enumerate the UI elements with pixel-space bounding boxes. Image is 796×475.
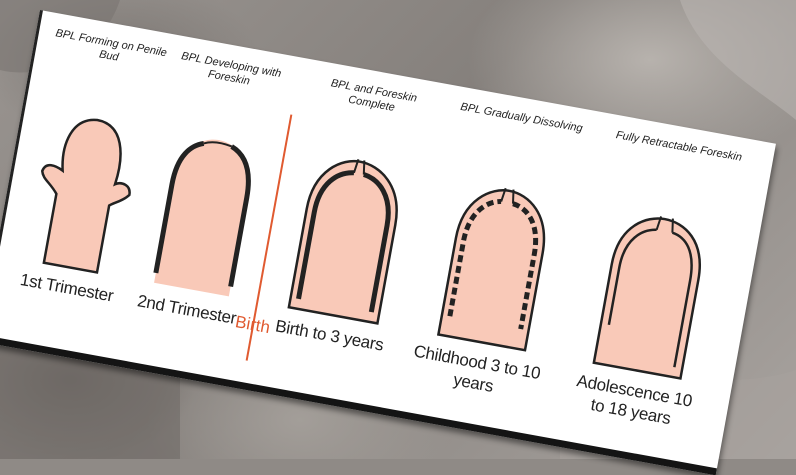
developing-illustration	[126, 120, 283, 306]
stage-caption: BPL Forming on Penile Bud	[44, 26, 177, 75]
stage-caption: Fully Retractable Foreskin	[614, 129, 744, 165]
stage-caption: BPL Gradually Dissolving	[456, 100, 586, 136]
stage-caption: BPL Developing with Foreskin	[164, 48, 297, 97]
stage-adolescence: Fully Retractable Foreskin Adolescence 1…	[560, 115, 619, 440]
complete-illustration	[268, 146, 425, 332]
dissolving-illustration	[416, 173, 573, 359]
retractable-illustration	[573, 202, 730, 388]
stage-caption: BPL and Foreskin Complete	[306, 73, 439, 122]
